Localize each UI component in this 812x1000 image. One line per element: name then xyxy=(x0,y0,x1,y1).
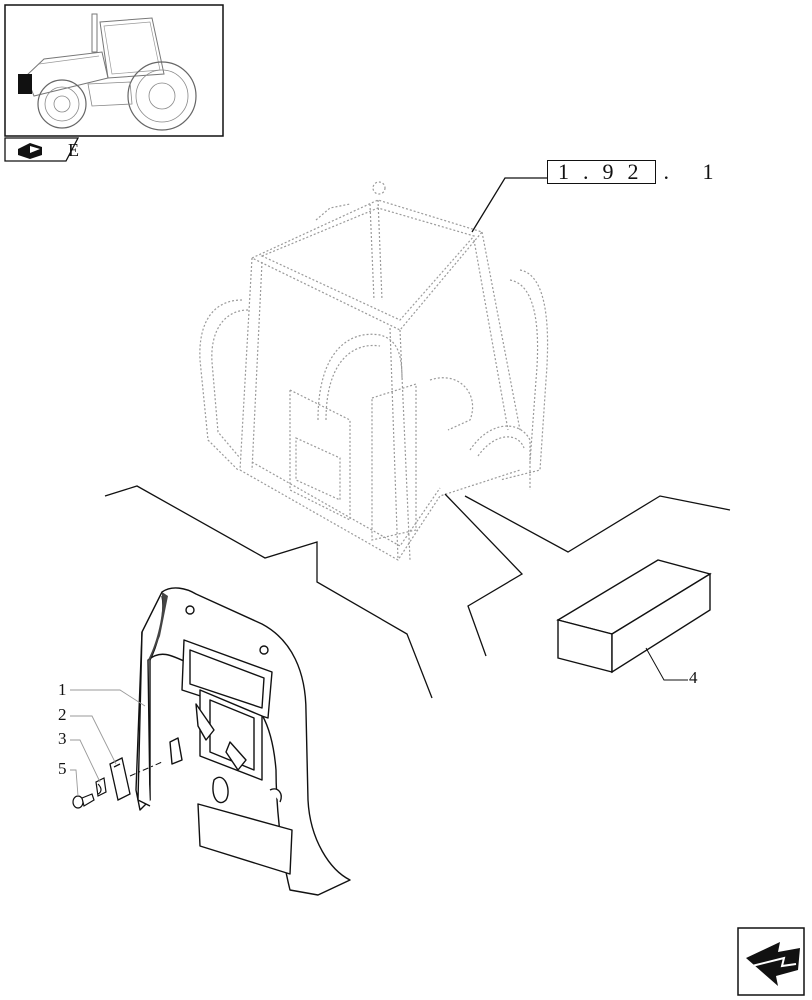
part-number-5: 5 xyxy=(58,759,67,778)
assembly-centerline xyxy=(129,761,163,777)
part-4-block xyxy=(556,559,712,674)
book-page-icon xyxy=(18,143,42,159)
section-tab: E xyxy=(4,137,84,163)
part-4-leader xyxy=(645,647,688,681)
next-page-arrow-icon[interactable] xyxy=(737,927,805,996)
explode-lines xyxy=(104,485,731,699)
part-number-1: 1 xyxy=(58,680,67,699)
part-1-fender-panel xyxy=(135,587,351,896)
section-reference-boxed: 1.92 xyxy=(547,160,656,184)
part-number-4: 4 xyxy=(689,668,698,687)
part-5-screw xyxy=(72,793,95,809)
reference-leader-line xyxy=(471,177,547,233)
tractor-thumbnail-icon xyxy=(4,4,224,137)
part-leaders xyxy=(70,689,146,797)
cab-phantom-outline xyxy=(199,181,549,561)
part-number-3: 3 xyxy=(58,729,67,748)
part-2-plate xyxy=(109,757,131,801)
part-number-2: 2 xyxy=(58,705,67,724)
tractor-thumbnail xyxy=(4,4,224,137)
part-3-clip xyxy=(95,777,107,797)
section-reference-suffix: . 1 xyxy=(663,159,728,184)
section-tab-label: E xyxy=(68,140,79,160)
section-reference[interactable]: 1.92 . 1 xyxy=(547,159,728,184)
